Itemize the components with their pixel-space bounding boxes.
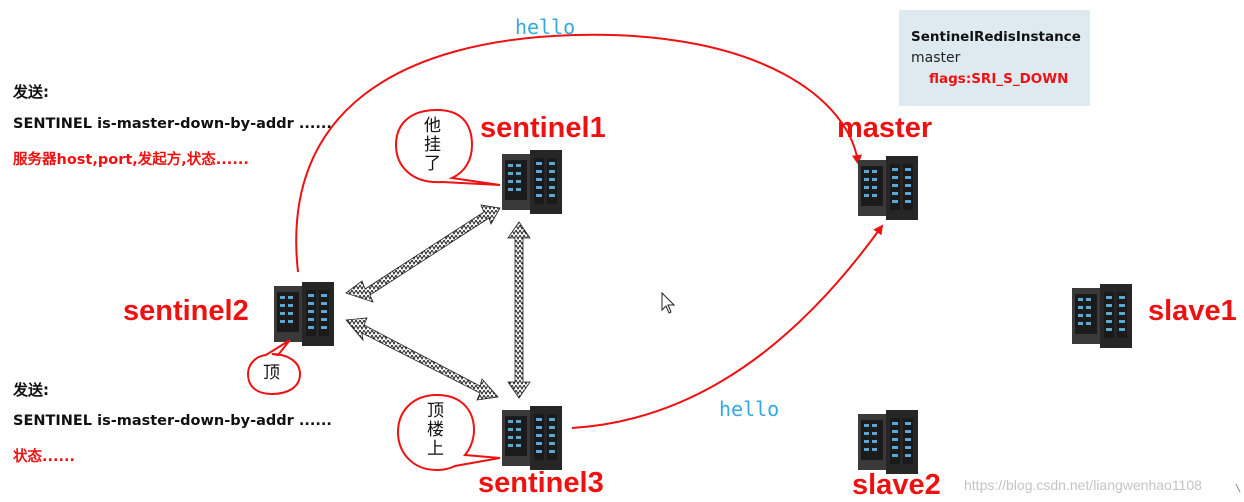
speech-bubble-icon xyxy=(246,339,302,396)
server-icon xyxy=(502,406,562,470)
master-label: master xyxy=(837,112,933,144)
speech-bubble-icon xyxy=(394,108,501,186)
hello-message-top: hello xyxy=(515,15,576,39)
bubble-sentinel3-text: 顶 楼 上 xyxy=(427,402,444,459)
info-flags: flags:SRI_S_DOWN xyxy=(929,71,1069,87)
hello-arc-sentinel3-to-master xyxy=(571,224,884,429)
bubble-sentinel1-text: 他 挂 了 xyxy=(424,117,441,174)
bubble-char: 挂 xyxy=(424,135,441,155)
note-top-command: SENTINEL is-master-down-by-addr ...... xyxy=(13,116,332,132)
bubble-char: 他 xyxy=(424,116,441,136)
sentinel1-label: sentinel1 xyxy=(480,112,606,144)
bubble-sentinel2-text: 顶 xyxy=(263,363,280,383)
sentinel3-label: sentinel3 xyxy=(478,467,604,499)
slave2-label: slave2 xyxy=(852,469,941,501)
server-icon xyxy=(858,410,918,474)
slave1-label: slave1 xyxy=(1148,295,1237,327)
note-top-title: 发送: xyxy=(13,83,49,101)
info-role: master xyxy=(911,50,961,66)
note-bottom-params: 状态...... xyxy=(13,449,76,465)
zigzag-arrow-sentinel2-sentinel1 xyxy=(345,204,501,303)
mouse-cursor-icon xyxy=(661,291,676,314)
bubble-char: 楼 xyxy=(427,420,444,440)
note-bottom-title: 发送: xyxy=(13,381,49,399)
bubble-char: 了 xyxy=(424,154,441,174)
corner-mark xyxy=(1235,483,1241,493)
info-class-name: SentinelRedisInstance xyxy=(911,29,1081,45)
server-icon xyxy=(1072,284,1132,348)
bubble-char: 上 xyxy=(427,439,444,459)
bubble-char: 顶 xyxy=(427,401,444,421)
zigzag-arrow-sentinel2-sentinel3 xyxy=(345,317,499,401)
server-icon xyxy=(274,282,334,346)
sentinel-redis-instance-box: SentinelRedisInstance master flags:SRI_S… xyxy=(899,10,1090,106)
sentinel2-label: sentinel2 xyxy=(123,295,249,327)
server-icon xyxy=(858,156,918,220)
watermark-url: https://blog.csdn.net/liangwenhao1108 xyxy=(964,477,1202,493)
note-bottom-command: SENTINEL is-master-down-by-addr ...... xyxy=(13,413,332,429)
zigzag-arrow-sentinel1-sentinel3 xyxy=(507,221,531,399)
note-top-params: 服务器host,port,发起方,状态...... xyxy=(13,152,249,168)
hello-arc-sentinel2-to-master xyxy=(295,33,862,273)
hello-message-bottom: hello xyxy=(719,397,780,421)
speech-bubble-icon xyxy=(396,393,501,472)
server-icon xyxy=(502,150,562,214)
